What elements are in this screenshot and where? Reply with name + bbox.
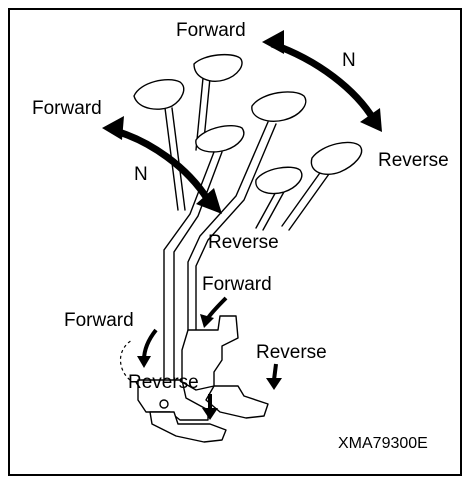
- label-reverse-right: Reverse: [378, 150, 449, 171]
- label-reverse-pedal-left: Reverse: [128, 372, 199, 393]
- right-pedal: [181, 315, 269, 419]
- left-pedal: [119, 339, 227, 443]
- label-forward-pedal-left: Forward: [64, 310, 134, 331]
- pedal-reverse-arrow-right: [266, 363, 282, 390]
- ghost-lever-top: [193, 53, 243, 151]
- figure-frame: [8, 8, 462, 476]
- label-reverse-pedal-right: Reverse: [256, 342, 327, 363]
- label-forward-top: Forward: [176, 20, 246, 41]
- left-travel-lever: [163, 124, 245, 381]
- pedal-forward-arrow-right: [200, 296, 228, 328]
- label-reverse-mid: Reverse: [208, 232, 279, 253]
- label-forward-left: Forward: [32, 98, 102, 119]
- left-lever-travel-arrow: [102, 116, 222, 214]
- pedal-reverse-arrow-left: [202, 394, 218, 420]
- label-neutral-left: N: [134, 164, 148, 185]
- ghost-lever-lower-right: [255, 166, 303, 231]
- right-lever-travel-arrow: [262, 30, 382, 132]
- ghost-lever-right: [281, 141, 363, 231]
- ghost-lever-left: [133, 78, 186, 211]
- label-forward-pedal-right: Forward: [202, 274, 272, 295]
- figure-code: XMA79300E: [338, 435, 428, 452]
- pedal-forward-arrow-left: [137, 328, 158, 368]
- right-travel-lever: [187, 91, 307, 331]
- label-neutral-right: N: [342, 50, 356, 71]
